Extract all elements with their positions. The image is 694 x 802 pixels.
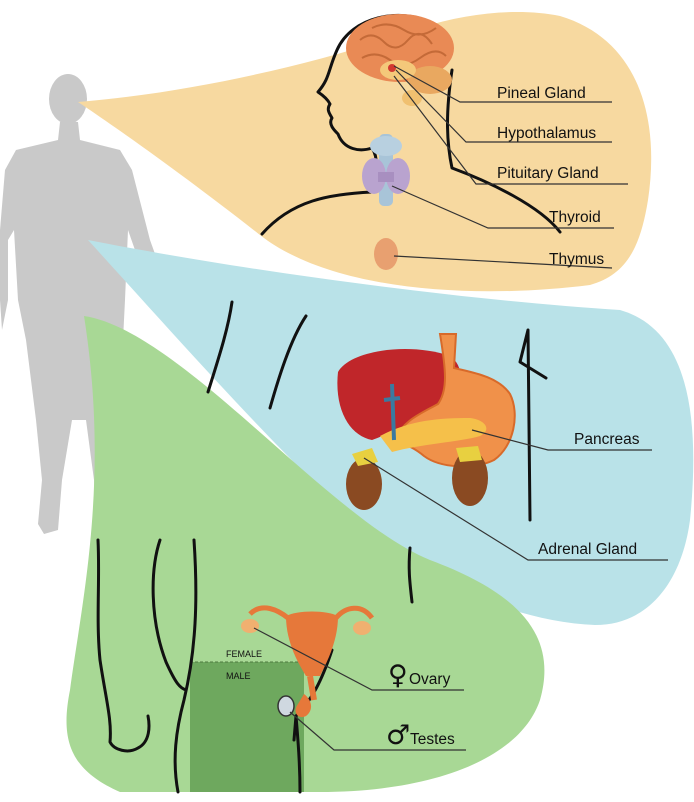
female-symbol-icon: ♀ bbox=[388, 660, 408, 691]
label-pancreas: Pancreas bbox=[574, 431, 640, 448]
label-thymus: Thymus bbox=[549, 251, 604, 268]
thyroid-icon bbox=[362, 134, 410, 206]
testes-icon bbox=[277, 694, 312, 718]
thymus-icon bbox=[374, 238, 398, 270]
label-male: MALE bbox=[226, 671, 251, 681]
male-region bbox=[190, 662, 304, 792]
uterus-icon bbox=[241, 605, 375, 701]
torso-left-outline bbox=[206, 300, 234, 394]
label-thyroid: Thyroid bbox=[549, 209, 601, 226]
torso-mid-outline bbox=[268, 314, 308, 410]
label-female: FEMALE bbox=[226, 649, 262, 659]
head-neck-panel bbox=[78, 12, 652, 292]
leader-lines bbox=[253, 65, 668, 751]
abdominal-organs-icon bbox=[337, 333, 516, 510]
label-hypothalamus: Hypothalamus bbox=[497, 125, 596, 142]
label-adrenal-gland: Adrenal Gland bbox=[538, 541, 637, 558]
hip-left-outline bbox=[151, 538, 188, 692]
label-testes: Testes bbox=[410, 731, 455, 748]
male-symbol-icon: ♂ bbox=[386, 720, 410, 751]
neck-back-outline bbox=[446, 68, 562, 234]
thigh-outline bbox=[173, 538, 198, 794]
leg-right-outline bbox=[407, 546, 414, 604]
brain-icon bbox=[346, 14, 454, 106]
pelvis-panel bbox=[66, 316, 545, 792]
label-pineal-gland: Pineal Gland bbox=[497, 85, 586, 102]
leg-left-outline bbox=[96, 538, 151, 753]
label-pituitary-gland: Pituitary Gland bbox=[497, 165, 599, 182]
torso-right-outline bbox=[518, 328, 548, 522]
label-ovary: Ovary bbox=[409, 671, 451, 688]
